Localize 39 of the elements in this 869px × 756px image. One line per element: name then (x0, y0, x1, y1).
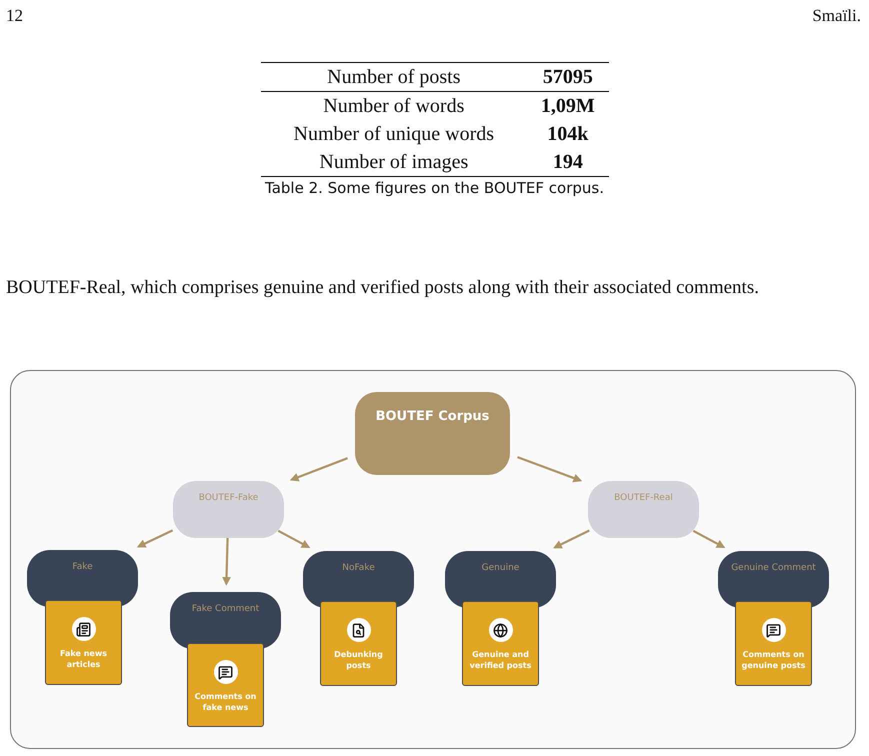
node-label: Comments on fake news (194, 692, 258, 714)
node-label: Genuine (480, 562, 520, 574)
content-card (735, 601, 812, 686)
node-label: Genuine Comment (730, 562, 817, 574)
arrow (136, 529, 174, 548)
arrow (278, 530, 310, 548)
arrow (290, 457, 348, 482)
node-label: BOUTEF-Fake (198, 492, 260, 504)
table-cell: Number of words (261, 92, 527, 120)
table-cell-text: 104k (546, 122, 590, 147)
arrow (553, 530, 590, 548)
content-card (320, 601, 397, 686)
paragraph: BOUTEF-Real, which comprises genuine and verified posts along with their associated comments. (6, 276, 760, 300)
table-cell: Number of images (261, 148, 527, 176)
subset-pill (173, 481, 284, 538)
node-label: Comments on genuine posts (740, 650, 806, 672)
node-label: Debunking posts (333, 650, 384, 672)
node-label: Fake Comment (190, 603, 260, 616)
node-label: NoFake (341, 562, 376, 574)
root-box (355, 392, 510, 475)
node-label: BOUTEF Corpus (374, 408, 490, 426)
arrow (692, 530, 726, 548)
node-label: BOUTEF-Real (613, 492, 674, 504)
node-label: Fake (71, 561, 94, 574)
table-cell: 1,09M (526, 92, 609, 120)
table-cell: 57095 (526, 62, 609, 92)
node-label: Genuine and verified posts (468, 650, 532, 672)
content-card (187, 643, 264, 727)
table-caption: Table 2. Some figures on the BOUTEF corpus. (264, 179, 605, 197)
table-cell: Number of posts (261, 62, 527, 92)
arrow (517, 456, 582, 482)
table-cell-text: Number of unique words (292, 122, 496, 147)
node-label: Fake news articles (59, 649, 108, 671)
content-card (45, 600, 122, 685)
subset-pill (588, 481, 699, 538)
page-number: 12 (6, 6, 23, 26)
table-cell: 194 (526, 148, 609, 176)
running-header: Smaïli. (812, 6, 861, 26)
content-card (462, 601, 539, 686)
